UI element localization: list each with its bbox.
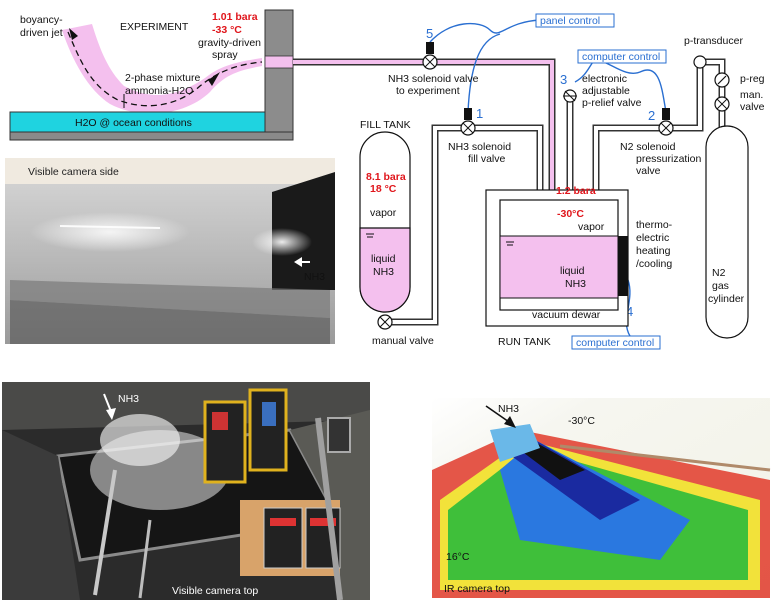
valve-2-label-line2: pressurization: [636, 153, 702, 165]
computer-control-box-bottom: [571, 335, 661, 350]
run-tank-liquid-line1: liquid: [560, 265, 585, 277]
fill-tank-title: FILL TANK: [360, 119, 411, 131]
n2-cylinder-body: [705, 125, 749, 339]
valve-3-label-line2: adjustable: [582, 85, 630, 97]
top-camera-nh3: NH3: [118, 393, 139, 405]
fill-tank-liquid-line2: NH3: [373, 266, 394, 278]
run-tank-title: RUN TANK: [498, 336, 551, 348]
p-transducer-label: p-transducer: [684, 35, 743, 47]
pool-label: H2O @ ocean conditions: [75, 117, 192, 129]
top-nh3-arrow-icon: [106, 408, 116, 420]
spray-label-line1: gravity-driven: [198, 37, 261, 49]
heating-label-line4: /cooling: [636, 258, 672, 270]
ir-camera-cold-temp: -30°C: [568, 415, 595, 427]
experiment-section: boyancy- driven jet EXPERIMENT 2-phase m…: [9, 9, 294, 141]
trajectory-arrow-icon: [69, 28, 78, 40]
panel-control-label: panel control: [540, 15, 600, 27]
fill-tank-vapor: vapor: [370, 207, 397, 219]
side-camera-caption: Visible camera side: [28, 166, 119, 178]
valve-5-label-line1: NH3 solenoid valve: [388, 73, 479, 85]
fill-tank-liquid-line1: liquid: [371, 253, 396, 265]
panel-control-wire: [429, 19, 541, 43]
mix-label-line2: ammonia-H2O: [125, 85, 193, 97]
p-reg-label: p-reg: [740, 73, 765, 85]
side-camera-nh3: NH3: [304, 271, 325, 283]
jet-label-line1: boyancy-: [20, 14, 63, 26]
valve-1-number: 1: [476, 106, 483, 121]
wall-opening: [264, 55, 294, 69]
computer-control-label-top: computer control: [582, 51, 660, 63]
man-valve-label-line2: valve: [740, 101, 765, 113]
mix-label-line1: 2-phase mixture: [125, 72, 200, 84]
photo-visible-camera-side: Visible camera side NH3: [5, 158, 335, 344]
ir-nh3-arrow-icon: [504, 416, 516, 428]
run-tank: RUN TANK 1.2 bara -30°C vapor liquid NH3…: [485, 185, 673, 348]
valve-1-label-line2: fill valve: [468, 153, 506, 165]
buoyancy-jet-plume: [62, 24, 262, 114]
computer-control-label-bottom: computer control: [576, 337, 654, 349]
fill-tank-pressure: 8.1 bara: [366, 171, 406, 183]
experiment-title: EXPERIMENT: [120, 21, 189, 33]
spray-temp: -33 °C: [212, 24, 242, 36]
heating-label-line1: thermo-: [636, 219, 673, 231]
valve-3-label-line1: electronic: [582, 73, 627, 85]
panel-control-box: [535, 13, 615, 28]
solenoid-5-icon: [426, 42, 434, 54]
heating-label-line3: heating: [636, 245, 671, 257]
trajectory-arrow-icon: [208, 72, 220, 86]
valve-1-label-line1: NH3 solenoid: [448, 141, 511, 153]
cylinder-label-line3: cylinder: [708, 293, 745, 305]
run-tank-pressure: 1.2 bara: [556, 185, 596, 197]
heating-label-line2: electric: [636, 232, 669, 244]
computer-control-box-top: [577, 49, 667, 64]
valve-group: [377, 42, 730, 330]
man-valve-label-line1: man.: [740, 89, 763, 101]
valve-3-label-line3: p-relief valve: [582, 97, 642, 109]
fill-tank-temp: 18 °C: [370, 183, 397, 195]
experiment-wall: [264, 9, 294, 133]
top-camera-caption: Visible camera top: [172, 585, 258, 597]
p-transducer-icon: [693, 55, 707, 69]
photo-ir-camera-top: NH3 -30°C 16°C IR camera top: [432, 398, 771, 598]
cylinder-label-line1: N2: [712, 267, 726, 279]
jet-label-line2: driven jet: [20, 27, 63, 39]
pool-base: [9, 131, 294, 141]
cylinder-label-line2: gas: [712, 280, 729, 292]
ir-camera-nh3: NH3: [498, 403, 519, 415]
solenoid-2-icon: [662, 108, 670, 120]
fill-tank: FILL TANK 8.1 bara 18 °C vapor liquid NH…: [359, 119, 411, 313]
dewar-label: vacuum dewar: [532, 309, 601, 321]
n2-cylinder: N2 gas cylinder: [705, 125, 749, 339]
spray-label-line2: spray: [212, 49, 238, 61]
photo-visible-camera-top: NH3 Visible camera top: [2, 382, 370, 600]
solenoid-1-icon: [464, 108, 472, 120]
ir-camera-warm-temp: 16°C: [446, 551, 470, 563]
run-tank-liquid: [499, 235, 619, 299]
heater-number: 4: [626, 304, 633, 319]
thermoelectric-heater: [618, 236, 628, 296]
spray-pressure: 1.01 bara: [212, 11, 258, 23]
valve-5-label-line2: to experiment: [396, 85, 460, 97]
valve-2-label-line3: valve: [636, 165, 661, 177]
run-tank-liquid-line2: NH3: [565, 278, 586, 290]
fill-tank-liquid: [359, 227, 411, 313]
run-tank-temp: -30°C: [557, 208, 584, 220]
valve-5-number: 5: [426, 26, 433, 41]
valve-3-number: 3: [560, 72, 567, 87]
run-tank-vapor: vapor: [578, 221, 605, 233]
nh3-arrow-icon: [294, 257, 302, 267]
manual-valve-label: manual valve: [372, 335, 434, 347]
panel-control-wire-2: [467, 33, 501, 113]
valve-2-number: 2: [648, 108, 655, 123]
jet-trajectory: [67, 31, 263, 107]
valve-2-label-line1: N2 solenoid: [620, 141, 676, 153]
ir-camera-caption: IR camera top: [444, 583, 510, 595]
